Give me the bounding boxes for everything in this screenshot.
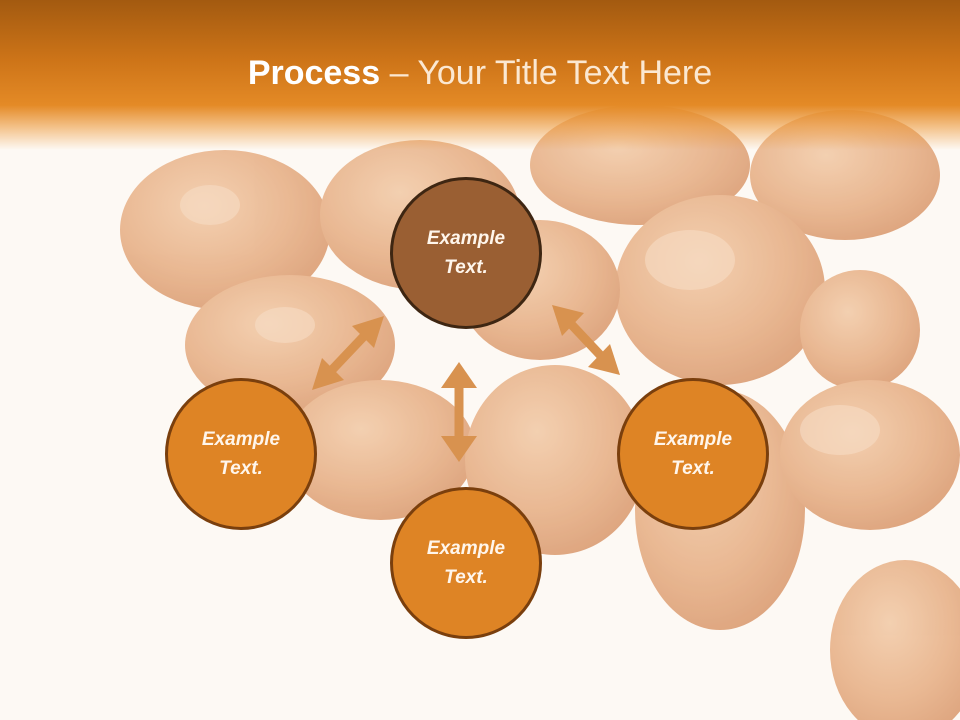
arrow-left-diagonal <box>312 316 384 390</box>
node-center: Example Text. <box>390 177 542 329</box>
node-right-line1: Example <box>653 429 733 450</box>
arrow-right-diagonal <box>552 305 620 375</box>
title-strong: Process <box>247 54 381 92</box>
node-left: Example Text. <box>165 378 317 530</box>
node-center-line2: Text. <box>444 257 488 278</box>
node-bottom-line2: Text. <box>444 567 488 588</box>
node-right-line2: Text. <box>671 458 715 479</box>
node-bottom-line1: Example <box>426 538 506 559</box>
node-left-line2: Text. <box>219 458 263 479</box>
slide-title: Process – Your Title Text Here <box>0 54 960 93</box>
title-rest: – Your Title Text Here <box>389 54 713 92</box>
node-left-line1: Example <box>201 429 281 450</box>
arrow-vertical <box>441 362 477 462</box>
node-center-line1: Example <box>426 228 506 249</box>
node-right: Example Text. <box>617 378 769 530</box>
node-bottom: Example Text. <box>390 487 542 639</box>
title-bar <box>0 0 960 150</box>
